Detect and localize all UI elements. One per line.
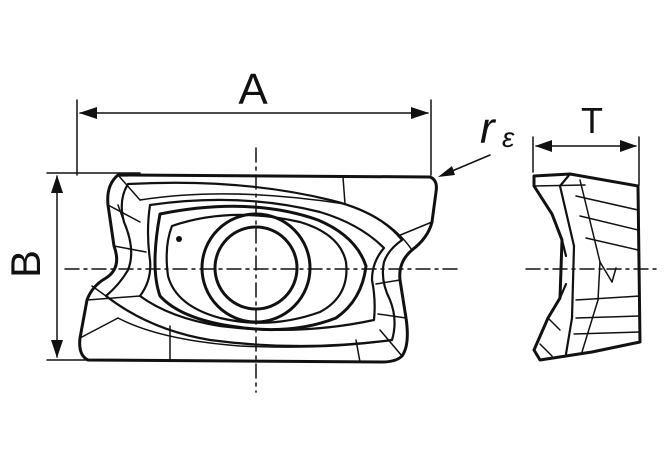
dimension-a-arrow-right — [411, 107, 429, 119]
insert-side-view — [525, 172, 661, 362]
insert-facet-lines — [79, 174, 433, 363]
dimension-a-arrow-left — [79, 107, 97, 119]
dimension-t: T — [532, 100, 640, 186]
side-view-facet-lines — [533, 172, 641, 357]
dimension-t-arrow-right — [620, 140, 637, 152]
corner-radius-callout: r ε — [438, 104, 515, 177]
dimension-a-label: A — [238, 65, 268, 114]
insert-front-view — [64, 147, 459, 393]
insert-marking-dot — [176, 236, 182, 242]
corner-radius-arrow — [438, 166, 455, 177]
side-view-outline — [532, 172, 642, 362]
dimension-b-arrow-bottom — [51, 340, 63, 358]
dimension-b-arrow-top — [51, 175, 63, 193]
corner-radius-symbol: r — [480, 104, 497, 153]
insert-land — [153, 204, 368, 332]
chip-breaker-inner — [138, 198, 386, 331]
insert-outline — [78, 173, 438, 364]
corner-radius-subscript: ε — [502, 122, 515, 153]
dimension-b-label: B — [2, 250, 49, 278]
dimension-b: B — [2, 172, 141, 361]
mounting-hole-inner — [213, 225, 299, 311]
dimension-t-arrow-left — [535, 140, 552, 152]
mounting-hole-outer — [200, 212, 312, 324]
dimension-a: A — [76, 65, 432, 176]
dimension-t-label: T — [581, 100, 603, 141]
hole-seat — [165, 213, 348, 324]
